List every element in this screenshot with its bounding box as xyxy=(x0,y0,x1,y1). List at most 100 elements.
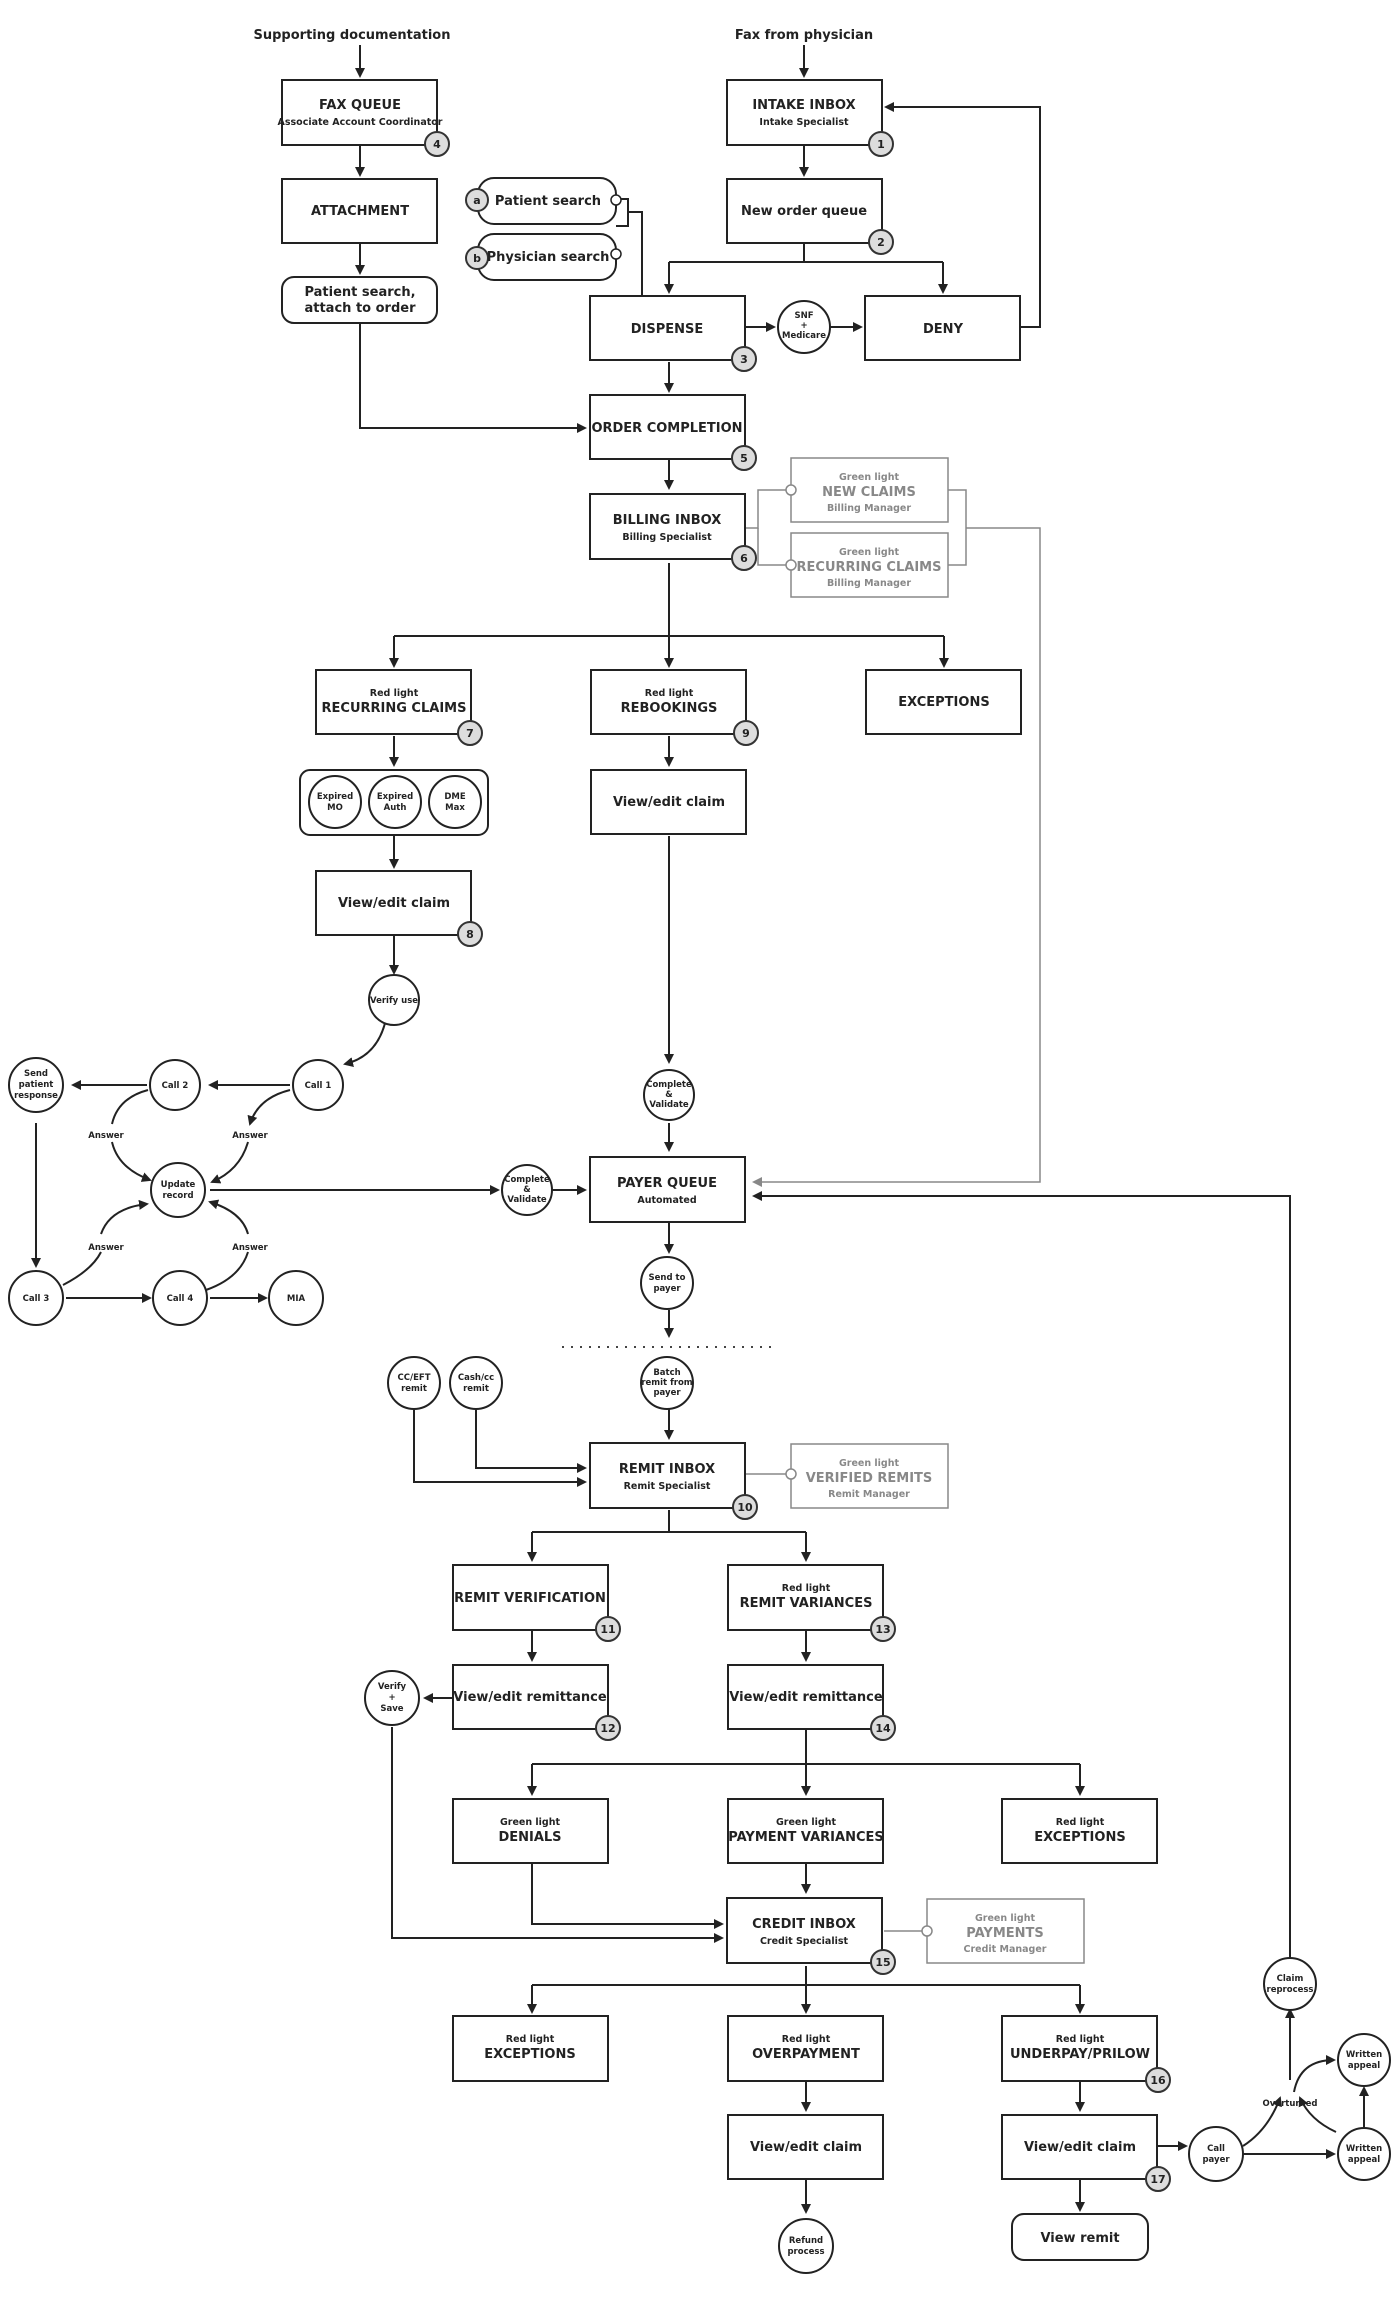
patient-search-node[interactable]: a Patient search xyxy=(465,177,622,225)
new-order-queue-node[interactable]: New order queue 2 xyxy=(726,178,894,255)
cc-eft-remit-l1: CC/EFT xyxy=(398,1373,431,1383)
remit-inbox-badge: 10 xyxy=(737,1501,753,1514)
refund-process-node[interactable]: Refund process xyxy=(778,2218,834,2274)
gl-payment-variances-node[interactable]: Green light PAYMENT VARIANCES xyxy=(727,1798,884,1864)
verify-use-label: Verify use xyxy=(370,996,418,1006)
snf-medicare-node[interactable]: SNF + Medicare xyxy=(777,300,831,354)
written-appeal-bottom-node[interactable]: Written appeal xyxy=(1337,2127,1391,2181)
remit-verification-node[interactable]: REMIT VERIFICATION 11 xyxy=(452,1564,621,1642)
gl-denials-node[interactable]: Green light DENIALS xyxy=(452,1798,609,1864)
view-edit-claim-17-title: View/edit claim xyxy=(1024,2140,1136,2155)
intake-inbox-badge: 1 xyxy=(877,138,885,151)
exceptions-top-node[interactable]: EXCEPTIONS xyxy=(865,669,1022,735)
overturned-label: Overturned xyxy=(1263,2099,1318,2109)
rl-remit-variances-title: REMIT VARIANCES xyxy=(740,1596,873,1611)
cash-cc-remit-l1: Cash/cc xyxy=(458,1373,494,1383)
call-1-label: Call 1 xyxy=(305,1081,332,1091)
expired-auth-node[interactable]: Expired Auth xyxy=(368,775,422,829)
send-patient-response-node[interactable]: Send patient response xyxy=(8,1057,64,1113)
complete-validate-left-node[interactable]: Complete & Validate xyxy=(501,1164,553,1216)
send-to-payer-node[interactable]: Send to payer xyxy=(640,1256,694,1310)
claim-reprocess-l1: Claim xyxy=(1277,1974,1304,1984)
dispense-node[interactable]: DISPENSE 3 xyxy=(589,295,757,372)
call-4-node[interactable]: Call 4 xyxy=(152,1270,208,1326)
dispense-title: DISPENSE xyxy=(631,322,704,337)
rl-exceptions-mid-node[interactable]: Red light EXCEPTIONS xyxy=(1001,1798,1158,1864)
gl-new-claims-node[interactable]: Green light NEW CLAIMS Billing Manager xyxy=(785,457,949,523)
credit-inbox-node[interactable]: CREDIT INBOX Credit Specialist 15 xyxy=(726,1897,896,1975)
cc-eft-remit-node[interactable]: CC/EFT remit xyxy=(387,1356,441,1410)
cc-eft-remit-l2: remit xyxy=(401,1384,427,1394)
rl-underpay-node[interactable]: Red light UNDERPAY/PRILOW 16 xyxy=(1001,2015,1171,2093)
call-3-node[interactable]: Call 3 xyxy=(8,1270,64,1326)
view-edit-claim-17-node[interactable]: View/edit claim 17 xyxy=(1001,2114,1171,2192)
fax-queue-badge: 4 xyxy=(433,138,441,151)
rl-overpayment-node[interactable]: Red light OVERPAYMENT xyxy=(727,2015,884,2082)
intake-inbox-node[interactable]: INTAKE INBOX Intake Specialist 1 xyxy=(726,79,894,157)
answer-label-3: Answer xyxy=(88,1243,124,1253)
view-edit-claim-overpayment-node[interactable]: View/edit claim xyxy=(727,2114,884,2180)
expired-mo-node[interactable]: Expired MO xyxy=(308,775,362,829)
billing-inbox-node[interactable]: BILLING INBOX Billing Specialist 6 xyxy=(589,493,757,571)
supporting-documentation-label: Supporting documentation xyxy=(254,28,451,43)
call-payer-node[interactable]: Call payer xyxy=(1188,2126,1244,2182)
cash-cc-remit-node[interactable]: Cash/cc remit xyxy=(449,1356,503,1410)
remit-verification-badge: 11 xyxy=(600,1623,615,1636)
rl-exceptions-mid-pre: Red light xyxy=(1056,1817,1105,1828)
deny-node[interactable]: DENY xyxy=(864,295,1021,361)
credit-inbox-sub: Credit Specialist xyxy=(760,1936,849,1947)
remit-inbox-sub: Remit Specialist xyxy=(624,1481,711,1492)
gl-new-claims-title: NEW CLAIMS xyxy=(822,485,916,500)
patient-search-attach-node[interactable]: Patient search, attach to order xyxy=(281,276,438,324)
billing-inbox-title: BILLING INBOX xyxy=(613,513,721,528)
dme-max-node[interactable]: DME Max xyxy=(428,775,482,829)
batch-remit-l3: payer xyxy=(653,1388,681,1398)
remit-inbox-title: REMIT INBOX xyxy=(619,1462,715,1477)
attachment-node[interactable]: ATTACHMENT xyxy=(281,178,438,244)
rl-recurring-claims-title: RECURRING CLAIMS xyxy=(322,701,467,716)
view-edit-claim-8-title: View/edit claim xyxy=(338,896,450,911)
view-edit-remittance-12-node[interactable]: View/edit remittance 12 xyxy=(452,1664,621,1741)
rl-remit-variances-node[interactable]: Red light REMIT VARIANCES 13 xyxy=(727,1564,896,1642)
gl-recurring-claims-node[interactable]: Green light RECURRING CLAIMS Billing Man… xyxy=(785,532,949,598)
physician-search-node[interactable]: b Physician search xyxy=(465,233,622,281)
written-appeal-bottom-l2: appeal xyxy=(1348,2155,1380,2165)
gl-verified-remits-sub: Remit Manager xyxy=(828,1489,910,1500)
verify-use-node[interactable]: Verify use xyxy=(368,974,420,1026)
fax-queue-node[interactable]: FAX QUEUE Associate Account Coordinator … xyxy=(278,79,450,157)
send-patient-response-l1: Send xyxy=(24,1069,48,1079)
batch-remit-node[interactable]: Batch remit from payer xyxy=(640,1356,694,1410)
update-record-node[interactable]: Update record xyxy=(150,1162,206,1218)
view-remit-node[interactable]: View remit xyxy=(1011,2213,1149,2261)
view-edit-claim-8-node[interactable]: View/edit claim 8 xyxy=(315,870,483,947)
order-completion-node[interactable]: ORDER COMPLETION 5 xyxy=(589,394,757,471)
answer-label-2: Answer xyxy=(232,1131,268,1141)
rl-rebookings-title: REBOOKINGS xyxy=(621,701,718,716)
claim-reprocess-node[interactable]: Claim reprocess xyxy=(1263,1957,1317,2011)
view-edit-claim-rebookings-node[interactable]: View/edit claim xyxy=(590,769,747,835)
gl-payments-node[interactable]: Green light PAYMENTS Credit Manager xyxy=(921,1898,1085,1964)
gl-payments-title: PAYMENTS xyxy=(966,1926,1044,1941)
view-edit-remittance-14-node[interactable]: View/edit remittance 14 xyxy=(727,1664,896,1741)
payer-queue-node[interactable]: PAYER QUEUE Automated xyxy=(589,1156,746,1223)
patient-search-letter: a xyxy=(473,194,480,207)
mia-node[interactable]: MIA xyxy=(268,1270,324,1326)
view-edit-remittance-14-badge: 14 xyxy=(875,1722,891,1735)
expired-auth-l2: Auth xyxy=(384,803,407,813)
payer-queue-sub: Automated xyxy=(637,1195,696,1206)
call-2-node[interactable]: Call 2 xyxy=(149,1059,201,1111)
rl-recurring-claims-node[interactable]: Red light RECURRING CLAIMS 7 xyxy=(315,669,483,746)
rl-exceptions-bottom-node[interactable]: Red light EXCEPTIONS xyxy=(452,2015,609,2082)
written-appeal-top-node[interactable]: Written appeal xyxy=(1337,2033,1391,2087)
call-1-node[interactable]: Call 1 xyxy=(292,1059,344,1111)
remit-inbox-node[interactable]: REMIT INBOX Remit Specialist 10 xyxy=(589,1442,758,1520)
verify-save-node[interactable]: Verify + Save xyxy=(364,1670,420,1726)
rl-recurring-claims-badge: 7 xyxy=(466,727,474,740)
rl-rebookings-node[interactable]: Red light REBOOKINGS 9 xyxy=(590,669,759,746)
connectors xyxy=(31,45,1369,2214)
physician-search-label: Physician search xyxy=(487,250,610,265)
recurring-reasons-group: Expired MO Expired Auth DME Max xyxy=(299,769,489,836)
complete-validate-center-node[interactable]: Complete & Validate xyxy=(643,1069,695,1121)
gl-verified-remits-node[interactable]: Green light VERIFIED REMITS Remit Manage… xyxy=(785,1443,949,1509)
